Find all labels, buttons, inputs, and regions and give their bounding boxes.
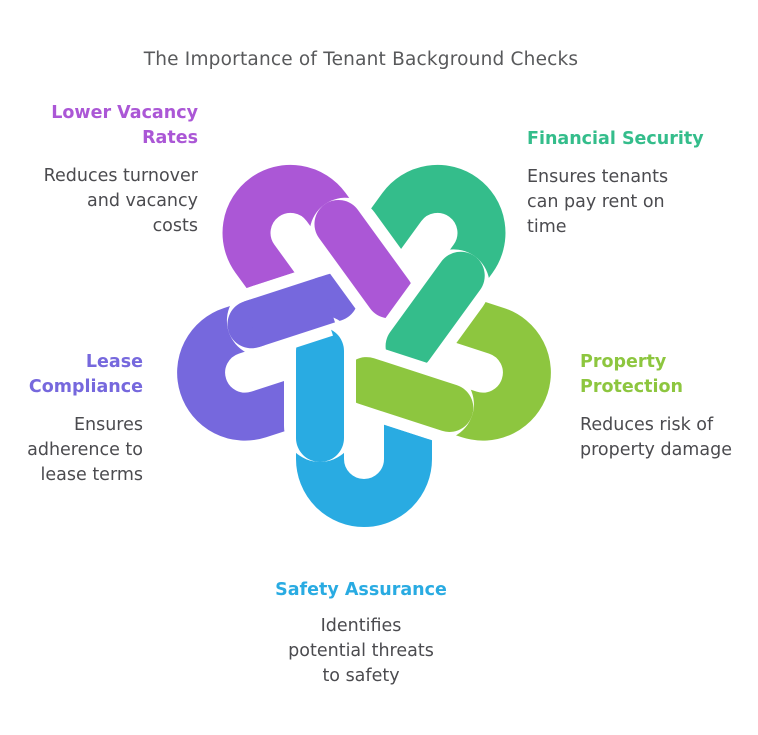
label-desc-financial: Ensures tenants can pay rent on time	[527, 167, 669, 237]
petal-band-lower-vacancy	[222, 164, 414, 336]
label-title-safety: Safety Assurance	[275, 580, 447, 600]
label-title-lower-vacancy: Lower Vacancy Rates	[51, 103, 198, 148]
label-lower-vacancy-rates: Lower Vacancy Rates Reduces turnover and…	[0, 101, 198, 239]
label-desc-property: Reduces risk of property damage	[580, 415, 732, 460]
petal-band-safety	[296, 327, 432, 527]
label-title-financial: Financial Security	[527, 129, 704, 149]
label-desc-lease: Ensures adherence to lease terms	[27, 415, 143, 485]
label-financial-security: Financial Security Ensures tenants can p…	[527, 127, 727, 240]
page-title: The Importance of Tenant Background Chec…	[143, 49, 579, 70]
label-lease-compliance: Lease Compliance Ensures adherence to le…	[0, 350, 143, 488]
label-title-property: Property Protection	[580, 352, 683, 397]
petal-band-lease	[177, 273, 359, 441]
label-safety-assurance: Safety Assurance Identifies potential th…	[211, 578, 511, 689]
petal-property-protection	[330, 274, 563, 453]
weave-patch-lower-vacancy	[309, 197, 426, 331]
petal-financial-security	[327, 152, 518, 383]
petal-band-financial	[339, 164, 506, 371]
label-desc-lower-vacancy: Reduces turnover and vacancy costs	[43, 166, 198, 236]
label-title-lease: Lease Compliance	[28, 352, 143, 397]
petal-band-property	[342, 286, 551, 441]
petal-lower-vacancy	[210, 152, 426, 348]
label-property-protection: Property Protection Reduces risk of prop…	[580, 350, 755, 463]
weave-patch-property	[330, 345, 474, 441]
petal-safety-assurance	[284, 315, 444, 539]
label-desc-safety: Identifies potential threats to safety	[288, 616, 434, 686]
weave-patch-lease-final	[244, 267, 335, 357]
weave-patch-financial	[373, 249, 490, 383]
petal-lease-compliance	[165, 261, 371, 453]
